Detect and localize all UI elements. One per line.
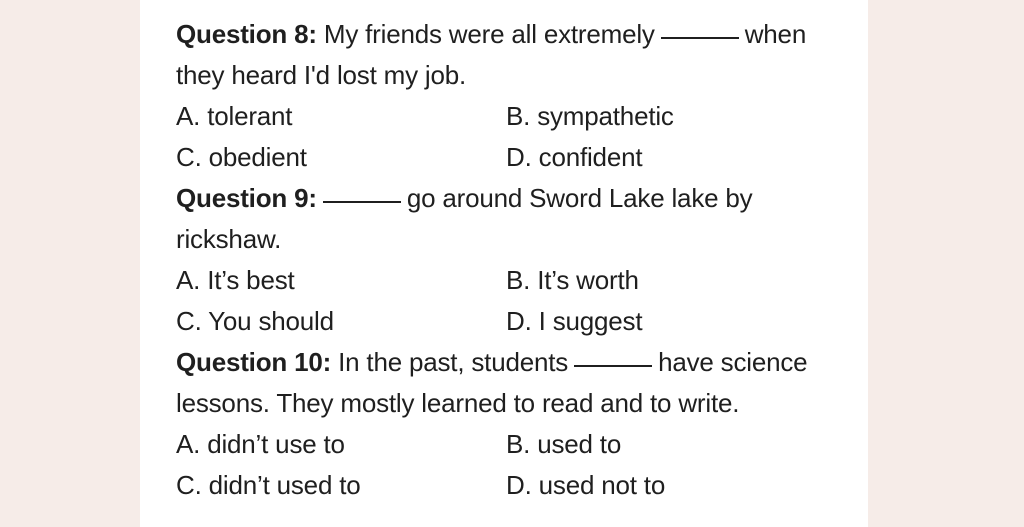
question-stem-continuation: rickshaw.: [176, 224, 282, 254]
option-letter: A.: [176, 265, 201, 295]
answer-options: A. It’s best B. It’s worth C. You should…: [176, 260, 856, 342]
answer-blank: [660, 37, 739, 40]
question-8: Question 8: My friends were all extremel…: [176, 14, 856, 178]
answer-options: A. didn’t use to B. used to C. didn’t us…: [176, 424, 856, 506]
option-b: B. used to: [506, 424, 836, 465]
option-c: C. You should: [176, 301, 506, 342]
question-10: Question 10: In the past, students have s…: [176, 342, 856, 506]
stem-before-blank: My friends were all extremely: [323, 19, 655, 49]
answer-blank: [574, 365, 653, 368]
option-a: A. didn’t use to: [176, 424, 506, 465]
question-label: Question 9:: [176, 183, 317, 213]
option-text: sympathetic: [537, 101, 674, 131]
question-stem: Question 8: My friends were all extremel…: [176, 14, 856, 55]
option-letter: D.: [506, 470, 532, 500]
stem-after-blank: go around Sword Lake lake by: [406, 183, 753, 213]
option-text: It’s best: [207, 265, 295, 295]
question-list: Question 8: My friends were all extremel…: [176, 14, 856, 506]
stem-after-blank: have science: [658, 347, 808, 377]
option-text: didn’t use to: [207, 429, 345, 459]
option-text: used not to: [538, 470, 666, 500]
question-label: Question 10:: [176, 347, 332, 377]
question-9: Question 9:go around Sword Lake lake by …: [176, 178, 856, 342]
question-stem: Question 9: go around Sword Lake lake by: [176, 178, 856, 219]
option-text: confident: [538, 142, 643, 172]
option-letter: C.: [176, 142, 202, 172]
option-c: C. obedient: [176, 137, 506, 178]
option-letter: D.: [506, 142, 532, 172]
option-d: D. confident: [506, 137, 836, 178]
option-text: You should: [208, 306, 334, 336]
option-letter: C.: [176, 470, 202, 500]
question-stem-continuation: they heard I'd lost my job.: [176, 60, 467, 90]
stem-after-blank: when: [744, 19, 807, 49]
question-label: Question 8:: [176, 19, 317, 49]
stem-before-blank: In the past, students: [338, 347, 569, 377]
option-letter: A.: [176, 429, 201, 459]
option-text: obedient: [208, 142, 307, 172]
option-letter: B.: [506, 101, 531, 131]
option-d: D. used not to: [506, 465, 836, 506]
option-c: C. didn’t used to: [176, 465, 506, 506]
option-text: used to: [537, 429, 622, 459]
answer-blank: [322, 201, 401, 204]
option-b: B. sympathetic: [506, 96, 836, 137]
question-stem: Question 10: In the past, students have s…: [176, 342, 856, 383]
option-text: tolerant: [207, 101, 293, 131]
option-letter: B.: [506, 429, 531, 459]
option-text: I suggest: [538, 306, 643, 336]
option-letter: D.: [506, 306, 532, 336]
option-letter: C.: [176, 306, 202, 336]
option-a: A. It’s best: [176, 260, 506, 301]
document-page: Question 8: My friends were all extremel…: [140, 0, 868, 527]
option-a: A. tolerant: [176, 96, 506, 137]
option-letter: B.: [506, 265, 531, 295]
answer-options: A. tolerant B. sympathetic C. obedient D…: [176, 96, 856, 178]
option-d: D. I suggest: [506, 301, 836, 342]
question-stem-continuation: lessons. They mostly learned to read and…: [176, 388, 740, 418]
option-text: It’s worth: [537, 265, 639, 295]
option-letter: A.: [176, 101, 201, 131]
option-text: didn’t used to: [208, 470, 361, 500]
option-b: B. It’s worth: [506, 260, 836, 301]
